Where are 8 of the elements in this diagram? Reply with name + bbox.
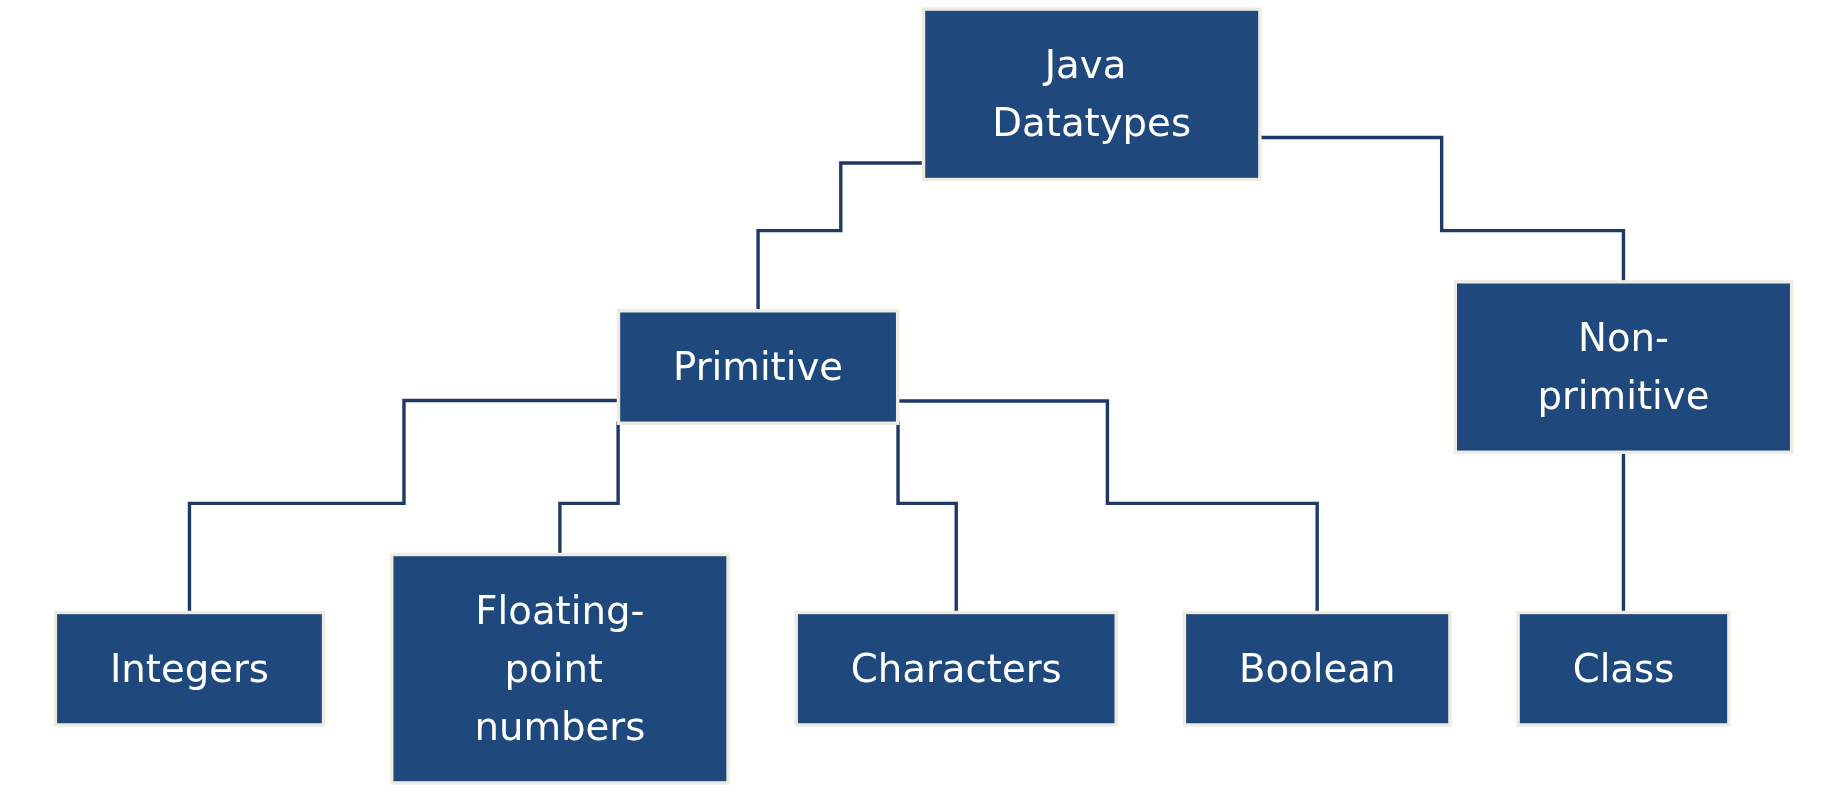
node-box: Characters: [794, 610, 1118, 727]
node-box: Boolean: [1182, 610, 1452, 727]
node-box: Integers: [53, 610, 326, 727]
node-box: Java Datatypes: [921, 7, 1262, 182]
node-box: Primitive: [616, 309, 900, 425]
node-box: Class: [1516, 610, 1731, 727]
node-box: Floating-point numbers: [390, 552, 730, 785]
node-box: Non-primitive: [1453, 280, 1794, 454]
